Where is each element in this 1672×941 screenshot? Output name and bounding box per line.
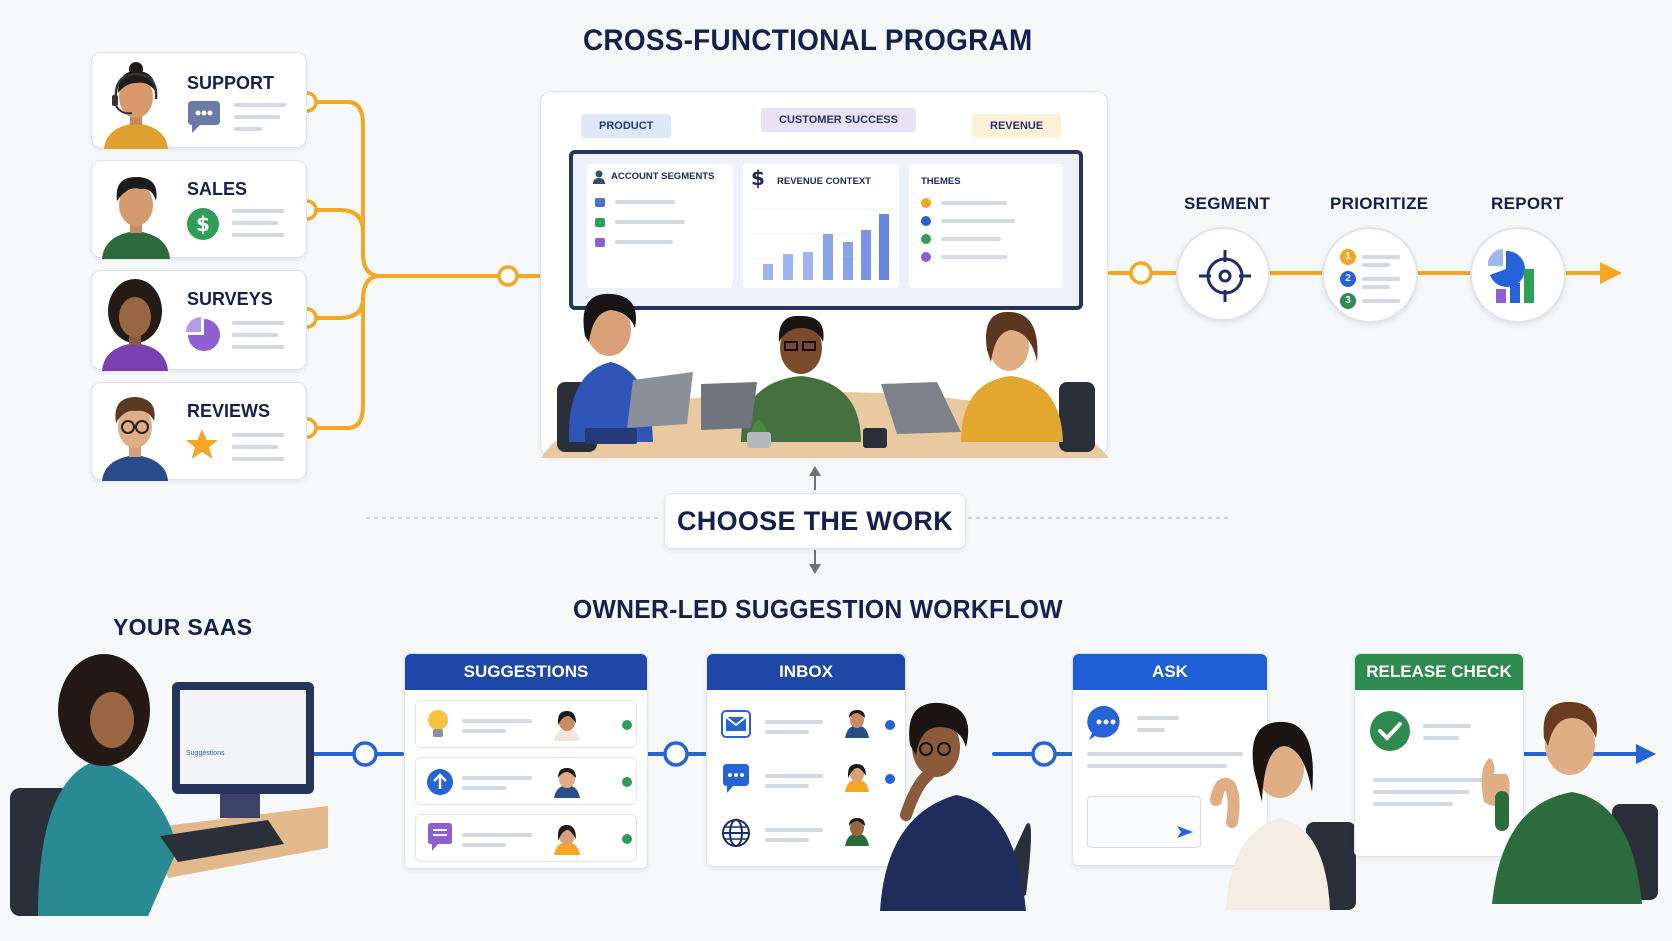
your-saas-label: YOUR SAAS <box>113 614 253 640</box>
inbox-panel: INBOX <box>706 653 906 867</box>
suggestions-header: SUGGESTIONS <box>405 654 647 690</box>
dashboard-screen: ACCOUNT SEGMENTS $ REVENUE CONTEXT <box>569 150 1083 310</box>
arrow-up-icon <box>427 769 453 795</box>
meeting-people-illustration <box>541 293 1109 458</box>
screen-suggestions-item: Suggestions <box>186 750 225 757</box>
chat-bubble-icon <box>188 101 220 133</box>
mail-icon <box>721 710 751 738</box>
surveys-label: SURVEYS <box>187 289 273 309</box>
user-avatar <box>554 825 580 855</box>
prioritize-label: PRIORITIZE <box>1330 194 1429 213</box>
saas-owner-illustration <box>10 654 328 916</box>
revenue-chip: REVENUE <box>972 114 1062 138</box>
thumbs-up-man-illustration <box>1481 701 1658 904</box>
priority-1-badge: 1 <box>1340 249 1356 265</box>
lightbulb-icon <box>428 710 448 737</box>
priority-3-badge: 3 <box>1340 293 1356 309</box>
ask-input-box[interactable] <box>1087 796 1201 848</box>
prioritize-step-circle: 1 2 3 <box>1322 227 1418 323</box>
target-icon <box>1199 250 1251 302</box>
priority-2-badge: 2 <box>1340 271 1356 287</box>
product-chip: PRODUCT <box>581 114 672 138</box>
chat-icon <box>723 764 749 793</box>
pie-chart-icon <box>186 317 220 351</box>
reviewer-hoodie-illustration <box>880 702 1031 911</box>
sales-person-avatar <box>102 177 170 259</box>
cross-functional-title: CROSS-FUNCTIONAL PROGRAM <box>583 24 1033 57</box>
user-avatar <box>554 768 580 798</box>
revenue-bar-chart <box>753 208 893 280</box>
sales-label: SALES <box>187 179 248 199</box>
send-icon[interactable] <box>1175 824 1195 840</box>
report-step-circle <box>1470 227 1566 323</box>
star-icon <box>186 429 218 459</box>
release-check-header: RELEASE CHECK <box>1355 654 1523 690</box>
customer-success-chip: CUSTOMER SUCCESS <box>761 108 916 132</box>
support-agent-avatar <box>104 62 168 149</box>
themes-label: THEMES <box>921 176 961 187</box>
release-check-panel: RELEASE CHECK <box>1354 653 1524 857</box>
meeting-scene: PRODUCT CUSTOMER SUCCESS REVENUE ACCOUNT… <box>540 91 1109 458</box>
dollar-sign-icon: $ <box>751 166 765 190</box>
suggestions-panel: SUGGESTIONS <box>404 653 648 869</box>
user-avatar <box>845 710 869 738</box>
report-label: REPORT <box>1491 194 1564 213</box>
user-avatar <box>554 711 580 741</box>
choose-the-work-label: CHOOSE THE WORK <box>676 505 953 536</box>
inbox-header: INBOX <box>707 654 905 690</box>
svg-text:$: $ <box>196 212 210 236</box>
source-card-surveys: SURVEYS <box>91 270 307 371</box>
ask-header: ASK <box>1073 654 1267 690</box>
chat-bubble-icon <box>1087 705 1120 740</box>
report-chart-icon <box>1488 249 1534 303</box>
user-avatar <box>845 818 869 846</box>
asking-woman-illustration <box>1210 721 1356 910</box>
revenue-context-label: REVENUE CONTEXT <box>777 176 871 187</box>
account-segments-label: ACCOUNT SEGMENTS <box>611 171 715 182</box>
choose-the-work-box: CHOOSE THE WORK <box>664 493 966 549</box>
user-icon <box>593 170 605 184</box>
source-card-support: SUPPORT <box>91 52 307 149</box>
reviews-label: REVIEWS <box>187 401 271 421</box>
source-card-sales: SALES $ <box>91 160 307 259</box>
segment-step-circle <box>1176 227 1270 321</box>
source-card-reviews: REVIEWS <box>91 382 307 481</box>
owner-led-title: OWNER-LED SUGGESTION WORKFLOW <box>573 594 1063 624</box>
reviewer-avatar <box>102 397 168 481</box>
segment-label: SEGMENT <box>1184 194 1271 213</box>
support-label: SUPPORT <box>187 73 275 93</box>
survey-person-avatar <box>102 279 168 371</box>
dollar-icon: $ <box>187 208 219 240</box>
user-avatar <box>845 764 869 792</box>
checkmark-icon <box>1370 711 1410 751</box>
ask-panel: ASK <box>1072 653 1268 866</box>
message-icon <box>428 823 452 851</box>
globe-icon <box>722 819 750 847</box>
